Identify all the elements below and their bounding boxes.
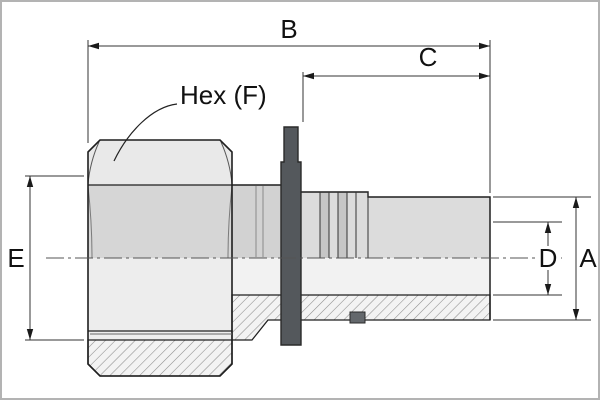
stem-groove-band-2 (338, 192, 347, 258)
stem-seal-groove (349, 311, 366, 324)
dim-b-label: B (280, 14, 297, 44)
stem-body (301, 192, 490, 258)
dimension-labels: B C E A D Hex (F) (7, 14, 597, 273)
dimension-arrowheads (26, 42, 580, 340)
nut-bore-area (88, 258, 232, 340)
hex-note-label: Hex (F) (180, 80, 267, 110)
dim-d-label: D (539, 243, 558, 273)
stem-groove-band-1 (320, 192, 329, 258)
fitting-part (46, 126, 562, 377)
dim-d-label-mask (538, 246, 558, 270)
dim-c-label: C (419, 42, 438, 72)
stem-rib-lines (319, 192, 369, 258)
hex-nut-top-facet (88, 140, 232, 185)
nut-section-hatch (87, 339, 233, 377)
dim-a-label: A (579, 243, 597, 273)
dim-e-label: E (7, 243, 24, 273)
hex-note-leader-line (113, 103, 178, 162)
dimensions (25, 40, 591, 341)
hex-nut-outline (87, 139, 233, 377)
stem-bore-area (232, 258, 490, 295)
seal-washer (280, 126, 302, 346)
